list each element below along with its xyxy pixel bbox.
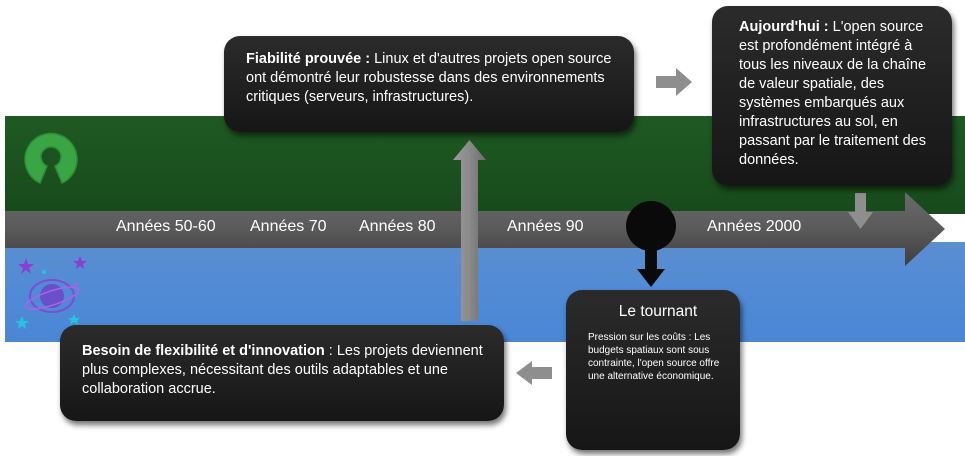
- box-tournant-text: Pression sur les coûts : Les budgets spa…: [588, 332, 720, 382]
- right-arrow: [656, 68, 692, 96]
- box-besoin-flexibilite: Besoin de flexibilité et d'innovation : …: [60, 325, 504, 421]
- box-fiabilite-title: Fiabilité prouvée :: [246, 51, 371, 67]
- box-aujourdhui: Aujourd'hui : L'open source est profondé…: [712, 6, 952, 186]
- down-arrow: [848, 193, 873, 229]
- turning-point-arrow: [637, 248, 665, 287]
- decade-label-70: Années 70: [250, 218, 327, 235]
- box-besoin-title: Besoin de flexibilité et d'innovation: [82, 343, 325, 359]
- box-besoin-text: : Les projets deviennent plus complexes,…: [82, 343, 483, 397]
- box-fiabilite-text: Linux et d'autres projets open source on…: [246, 51, 612, 105]
- open-source-initiative-logo: [24, 132, 78, 185]
- up-arrow: [453, 140, 486, 321]
- decade-label-80: Années 80: [359, 218, 436, 235]
- decade-label-50-60: Années 50-60: [116, 218, 216, 235]
- turning-point-marker: [626, 201, 676, 251]
- box-tournant-title: Le tournant: [618, 303, 698, 320]
- decade-label-90: Années 90: [507, 218, 584, 235]
- box-fiabilite-prouvee: Fiabilité prouvée : Linux et d'autres pr…: [224, 36, 634, 132]
- box-le-tournant: Le tournant Pression sur les coûts : Les…: [566, 290, 740, 450]
- decade-label-2000: Années 2000: [707, 218, 802, 235]
- left-arrow: [516, 361, 552, 385]
- box-aujourdhui-text: L'open source est profondément intégré à…: [739, 19, 927, 168]
- space-planet-logo: [15, 256, 87, 329]
- box-aujourdhui-title: Aujourd'hui :: [739, 19, 829, 35]
